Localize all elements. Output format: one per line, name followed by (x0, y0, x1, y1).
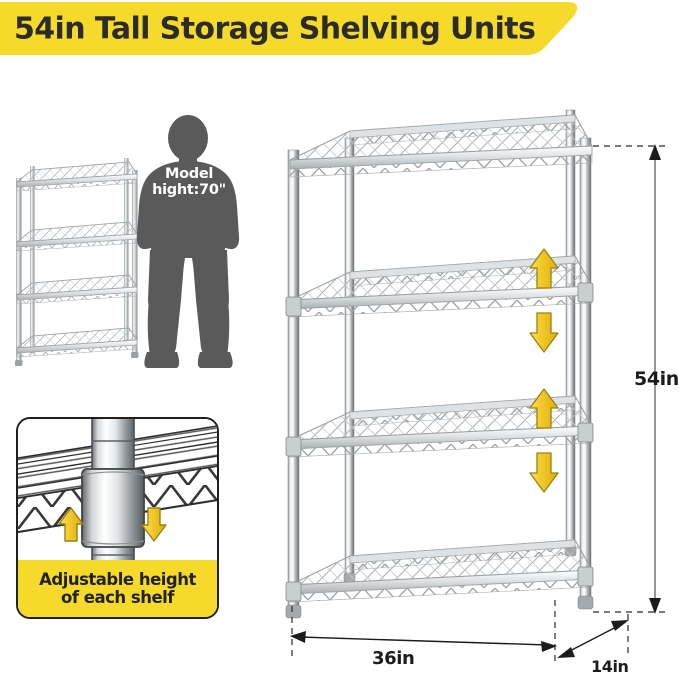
shelf-up-arrow-lower (529, 388, 559, 429)
depth-dimension-label: 14in (591, 657, 629, 676)
feature-caption-band: Adjustable height of each shelf (18, 560, 217, 617)
width-dimension-arrow (290, 631, 557, 652)
model-silhouette (136, 115, 240, 368)
adjustable-height-feature-card: Adjustable height of each shelf (16, 417, 219, 619)
main-unit-shelf-2 (285, 255, 594, 318)
collar-up-arrow (58, 507, 84, 542)
model-height-label: Model hight:70" (141, 166, 237, 199)
main-wire-shelving-unit (285, 109, 594, 619)
dimension-lines (290, 144, 666, 662)
collar-down-arrow (141, 507, 167, 542)
shelf-down-arrow-lower (529, 452, 559, 493)
small-wire-shelving-unit (15, 158, 139, 366)
adjustable-collar-sleeve (81, 468, 145, 548)
feature-caption-line1: Adjustable height (39, 570, 196, 590)
main-unit-shelf-3 (285, 395, 594, 458)
small-unit-shelf-4 (15, 327, 138, 358)
shelf-up-arrow-upper (529, 248, 559, 289)
small-unit-shelf-2 (15, 221, 138, 252)
small-unit-shelf-1 (15, 161, 138, 192)
model-label-line2: hight:70" (152, 182, 226, 199)
header-banner: 54in Tall Storage Shelving Units (0, 2, 583, 55)
depth-dimension-arrow (557, 620, 629, 658)
main-unit-shelf-4 (285, 539, 594, 603)
feature-caption-line2: of each shelf (61, 588, 174, 607)
height-dimension-label: 54in (634, 368, 679, 390)
banner-background-shape (0, 2, 578, 55)
shelf-down-arrow-upper (529, 312, 559, 353)
model-label-line1: Model (164, 166, 214, 182)
page-title: 54in Tall Storage Shelving Units (14, 11, 536, 46)
main-unit-shelf-1 (289, 114, 593, 178)
width-dimension-label: 36in (372, 648, 415, 669)
small-unit-shelf-3 (15, 274, 138, 305)
